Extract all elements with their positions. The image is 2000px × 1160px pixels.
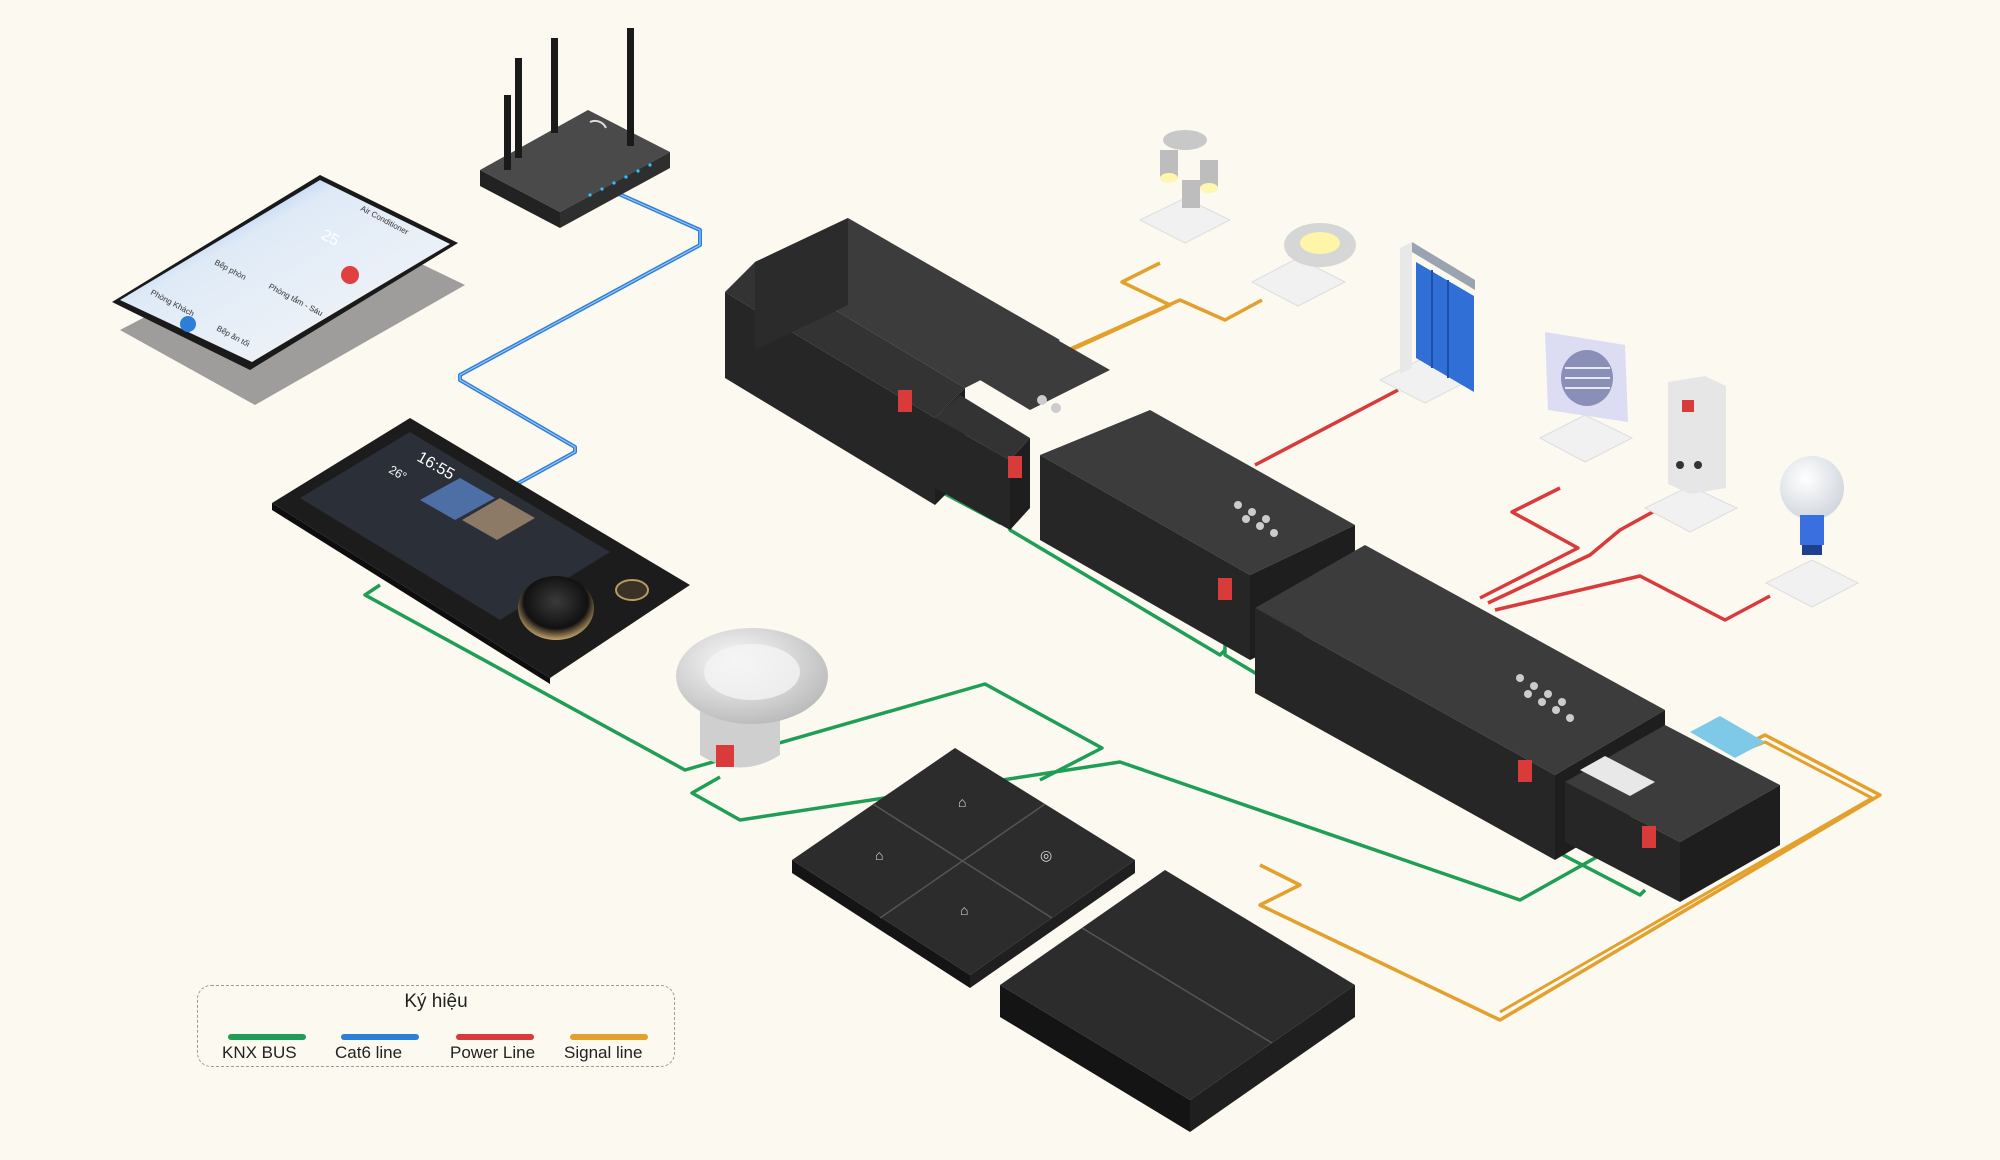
bus-terminal xyxy=(898,390,912,412)
downlight xyxy=(1250,223,1356,307)
din-rail-module-1 xyxy=(725,218,1060,505)
phone-power-icon xyxy=(341,266,359,284)
curtain xyxy=(1378,242,1475,404)
legend-label: KNX BUS xyxy=(222,1043,297,1062)
exhaust-fan xyxy=(1538,332,1634,463)
wifi-icon xyxy=(589,119,607,129)
track-spotlight xyxy=(1138,130,1232,244)
legend-item-cat6: Cat6 line xyxy=(335,1034,447,1063)
router-antenna xyxy=(627,28,634,146)
legend-item-signal: Signal line xyxy=(564,1034,676,1063)
wall-switch-2-gang xyxy=(1000,870,1355,1132)
rotary-knob xyxy=(518,576,594,640)
wall-switch-4-gang: ⌂ ⌂ ◎ ⌂ xyxy=(792,748,1135,988)
power-wire xyxy=(1254,388,1771,622)
din-rail-module-5 xyxy=(1565,716,1780,902)
router-antenna xyxy=(504,95,511,170)
legend-item-knx: KNX BUS xyxy=(222,1034,334,1063)
fan-icon: ◎ xyxy=(1040,847,1052,863)
away-icon: ⌂ xyxy=(960,902,968,918)
cat6-swatch xyxy=(341,1034,419,1040)
bus-terminal xyxy=(1008,456,1022,478)
legend-label: Signal line xyxy=(564,1043,643,1062)
touch-panel: 16:55 26° xyxy=(272,418,690,684)
light-bulb xyxy=(1764,456,1860,608)
router xyxy=(480,28,670,228)
smartphone: Air Conditioner 25 Bếp phòn Phòng tắm - … xyxy=(112,175,465,405)
legend-item-power: Power Line xyxy=(450,1034,562,1063)
bus-terminal xyxy=(716,745,734,767)
light-icon: ⌂ xyxy=(958,794,966,810)
ceiling-sensor xyxy=(676,628,828,768)
panel-button xyxy=(615,579,649,601)
bus-terminal xyxy=(1518,760,1532,782)
bus-terminal xyxy=(1218,578,1232,600)
panel-tile xyxy=(462,498,535,540)
legend-label: Power Line xyxy=(450,1043,536,1062)
phone-home-icon xyxy=(180,316,196,332)
water-heater xyxy=(1643,376,1739,533)
knx-swatch xyxy=(228,1034,306,1040)
legend-label: Cat6 line xyxy=(335,1043,403,1062)
panel-tile xyxy=(420,478,495,520)
router-antenna xyxy=(551,38,558,133)
home-icon: ⌂ xyxy=(875,847,883,863)
cat6-wire xyxy=(458,188,702,487)
bus-terminal xyxy=(1642,826,1656,848)
din-rail-module-2 xyxy=(935,330,1110,530)
phone-temperature: 25 xyxy=(318,227,342,250)
legend-title: Ký hiệu xyxy=(404,991,468,1012)
router-antenna xyxy=(515,58,522,158)
power-swatch xyxy=(456,1034,534,1040)
legend: Ký hiệu KNX BUS Cat6 line Power Line Sig… xyxy=(197,985,675,1067)
signal-swatch xyxy=(570,1034,648,1040)
